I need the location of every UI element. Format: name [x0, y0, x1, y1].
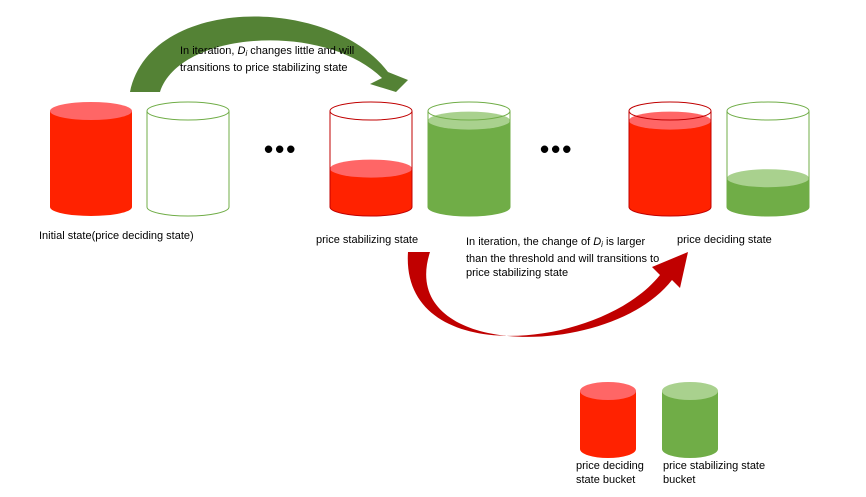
bucket-deciding-green-outline — [726, 111, 810, 217]
bucket-deciding-green-rim — [726, 101, 810, 121]
bucket-deciding-red — [628, 101, 712, 217]
annotation-bottom-var: D — [593, 236, 602, 248]
legend-red-bucket — [580, 382, 636, 458]
top-transition-arrow — [130, 16, 408, 92]
annotation-top-sub: i — [245, 49, 248, 58]
bucket-stabilizing-red-outline — [329, 111, 413, 217]
annotation-bottom-post: is larger than the threshold and will tr… — [466, 236, 660, 279]
annotation-bottom-pre: In iteration, the change of — [466, 236, 594, 248]
bucket-initial-red — [50, 102, 132, 216]
bucket-stabilizing-green — [427, 101, 511, 217]
bucket-deciding-green-liquid-surface — [727, 169, 809, 188]
bucket-initial-red-liquid-surface — [50, 102, 132, 120]
legend-red-bucket-liquid-surface — [580, 382, 636, 400]
legend-green-bucket-liquid — [662, 391, 718, 458]
bucket-stabilizing-green-outline — [427, 111, 511, 217]
bucket-deciding-green-liquid — [727, 178, 809, 216]
annotation-bottom: In iteration, the change of Di is larger… — [466, 235, 660, 280]
bucket-stabilizing-green-liquid — [428, 120, 510, 216]
bucket-initial-green-outline — [146, 111, 230, 217]
annotation-top-post: changes little and will transitions to p… — [180, 45, 355, 74]
annotation-top-var: D — [237, 45, 246, 57]
bucket-stabilizing-red-liquid-surface — [330, 159, 412, 178]
bottom-transition-arrow — [407, 252, 688, 337]
bucket-stabilizing-red-liquid — [330, 168, 412, 216]
bucket-deciding-red-liquid-surface — [629, 111, 711, 130]
annotation-bottom-sub: i — [601, 240, 603, 249]
bucket-initial-green-rim — [146, 101, 230, 121]
legend-green-bucket-liquid-surface — [662, 382, 718, 400]
bucket-stabilizing-red-rim — [329, 101, 413, 121]
legend-red-bucket-liquid — [580, 391, 636, 458]
legend-green-label: price stabilizing state bucket — [663, 460, 766, 486]
bucket-stabilizing-green-rim — [427, 101, 511, 121]
bucket-initial-red-liquid — [50, 111, 132, 216]
label-price-deciding-state: price deciding state — [677, 234, 772, 246]
bucket-groups — [50, 101, 810, 458]
legend-green-bucket — [662, 382, 718, 458]
legend-red-label: price deciding state bucket — [576, 460, 644, 486]
ellipsis-2: ••• — [540, 134, 574, 164]
label-price-stabilizing-state: price stabilizing state — [316, 234, 419, 246]
bucket-stabilizing-green-liquid-surface — [428, 111, 510, 130]
bucket-deciding-green — [726, 101, 810, 217]
annotation-top-pre: In iteration, — [180, 45, 238, 57]
bucket-initial-green — [146, 101, 230, 217]
annotation-top: In iteration, Di changes little and will… — [180, 44, 358, 75]
ellipsis-1: ••• — [264, 134, 298, 164]
bucket-deciding-red-rim — [628, 101, 712, 121]
bucket-stabilizing-red — [329, 101, 413, 217]
bucket-deciding-red-liquid — [629, 120, 711, 216]
label-initial-state: Initial state(price deciding state) — [39, 230, 194, 242]
bucket-deciding-red-outline — [628, 111, 712, 217]
